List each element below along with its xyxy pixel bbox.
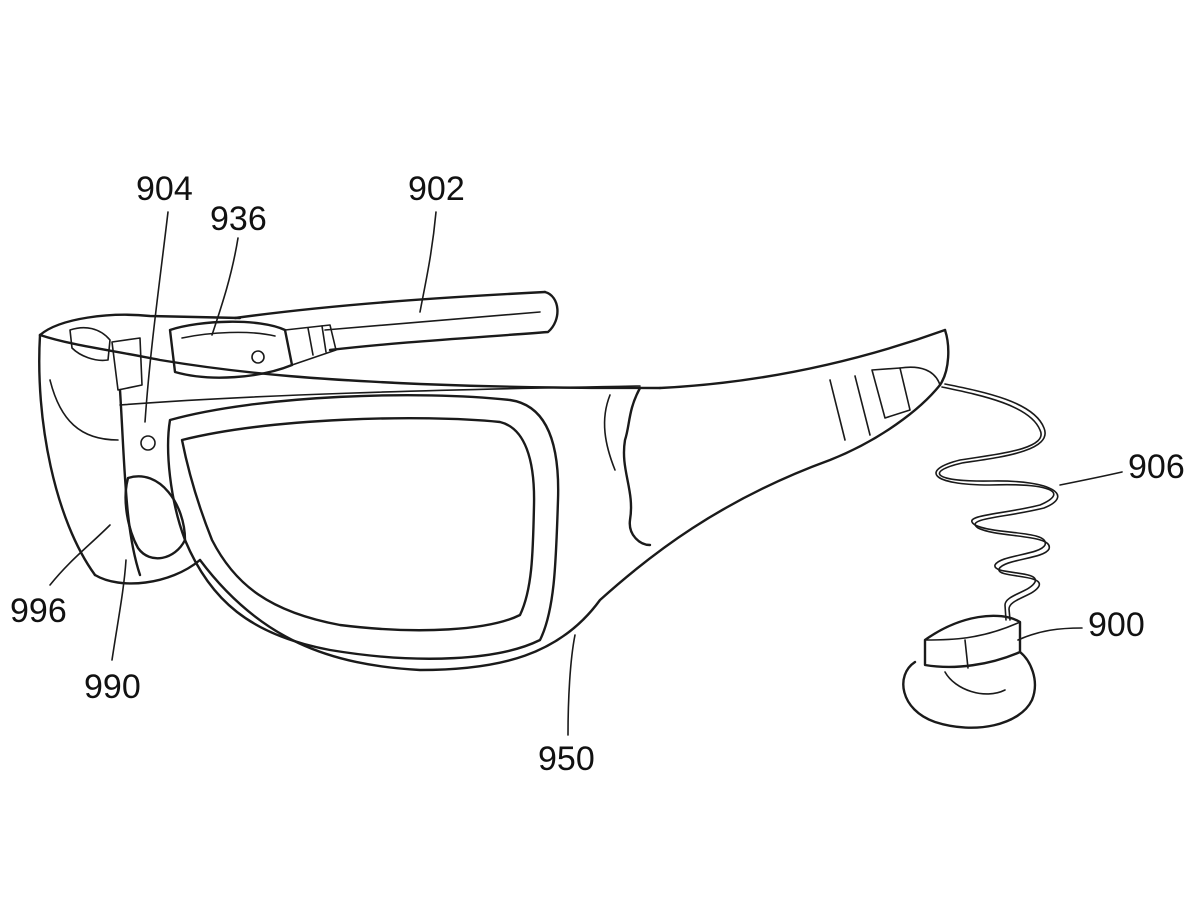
label-936: 936 xyxy=(210,200,267,238)
sensor-element xyxy=(124,435,187,560)
frame-brow xyxy=(38,313,950,406)
electronics-module xyxy=(69,320,337,391)
label-904: 904 xyxy=(136,170,193,208)
ring-controller xyxy=(902,614,1037,729)
label-996: 996 xyxy=(10,592,67,630)
lens-rim xyxy=(166,393,560,660)
label-902: 902 xyxy=(408,170,465,208)
reference-labels: 904 936 902 906 900 996 990 950 xyxy=(10,170,1185,778)
label-900: 900 xyxy=(1088,606,1145,644)
coiled-cable xyxy=(935,383,1059,621)
lower-frame xyxy=(198,366,942,672)
label-990: 990 xyxy=(84,668,141,706)
label-950: 950 xyxy=(538,740,595,778)
temple-arm xyxy=(233,290,559,352)
label-906: 906 xyxy=(1128,448,1185,486)
leader-lines xyxy=(49,211,1123,736)
